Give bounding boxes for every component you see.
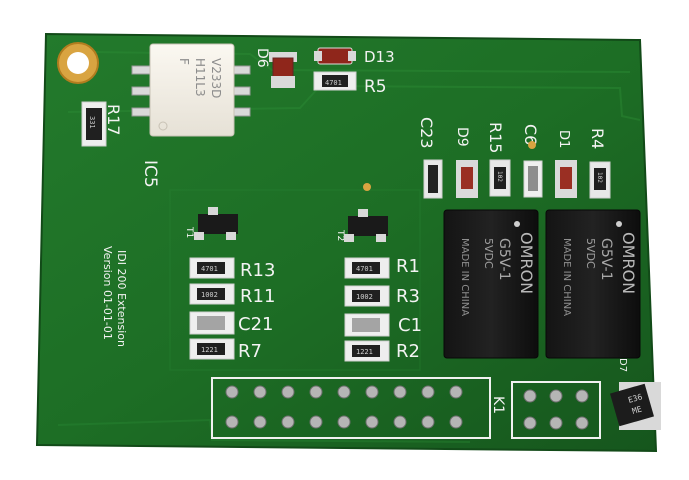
r1-code: 4701 [356, 265, 373, 273]
r2-code: 1221 [356, 348, 373, 356]
label-d6: D6 [254, 48, 270, 68]
opto-logo: F [177, 58, 191, 65]
d7-line-2: ME [631, 405, 643, 416]
right-header [511, 381, 601, 439]
relay-left-line-3: MADE IN CHINA [459, 238, 470, 316]
relay-right-line-2: G5V-1 [598, 238, 614, 280]
r4-code: 102 [596, 172, 603, 183]
label-r15: R15 [486, 122, 505, 153]
label-d9: D9 [454, 127, 470, 147]
middle-passives: 4701 1002 1221 [344, 257, 390, 362]
relay-right-line-3: MADE IN CHINA [561, 238, 572, 316]
diode-d7: E36 ME [610, 382, 661, 430]
label-r1: R1 [396, 256, 420, 277]
version-line-1: IDI 200 Extension [115, 250, 128, 347]
r11-code: 1002 [201, 291, 218, 299]
version-line-2: Version 01-01-01 [101, 246, 114, 340]
label-c21: C21 [238, 314, 273, 335]
label-r4: R4 [588, 128, 607, 149]
optocoupler-ic5: F H11L3 V233D [131, 43, 251, 137]
relay-left: OMRON 5VDC G5V-1 MADE IN CHINA [443, 209, 539, 359]
transistors [194, 207, 388, 242]
r5-code: 4701 [325, 79, 342, 87]
board-vias [363, 141, 536, 191]
relay-right: OMRON 5VDC G5V-1 MADE IN CHINA [545, 209, 641, 359]
opto-line-2: V233D [209, 58, 223, 98]
label-t1: T1 [184, 226, 194, 238]
label-r5: R5 [364, 77, 387, 97]
upper-right-components: 102 102 [423, 159, 611, 199]
label-r7: R7 [238, 341, 262, 362]
connector-k1 [211, 377, 491, 439]
label-r13: R13 [240, 260, 275, 281]
r13-code: 4701 [201, 265, 218, 273]
relay-left-brand: OMRON [517, 232, 536, 294]
left-passives: 4701 1002 1221 [189, 257, 235, 360]
label-r2: R2 [396, 341, 420, 362]
r15-code: 102 [496, 171, 503, 182]
opto-line-1: H11L3 [193, 58, 207, 97]
relay-right-brand: OMRON [619, 232, 638, 294]
label-ic5: IC5 [140, 160, 160, 188]
label-t2: T2 [335, 229, 345, 241]
mounting-hole [57, 42, 99, 84]
silkscreen-labels: IC5 R17 D6 D13 R5 C23 D9 R15 C6 D1 R4 T1… [101, 48, 628, 414]
r7-code: 1221 [201, 346, 218, 354]
label-d1: D1 [556, 130, 571, 148]
relay-left-line-1: 5VDC [482, 238, 495, 269]
label-c23: C23 [417, 117, 436, 149]
label-d13: D13 [364, 48, 395, 66]
label-c6: C6 [521, 124, 540, 145]
label-c1: C1 [398, 315, 422, 336]
label-k1: K1 [490, 396, 506, 414]
label-r11: R11 [240, 286, 275, 307]
r3-code: 1002 [356, 293, 373, 301]
top-small-components: 4701 331 [81, 47, 357, 147]
d7-line-1: E36 [627, 392, 644, 405]
label-r17: R17 [104, 104, 123, 135]
label-d7: D7 [617, 358, 628, 372]
relay-left-line-2: G5V-1 [496, 238, 512, 280]
label-r3: R3 [396, 286, 420, 307]
r17-code: 331 [88, 116, 96, 129]
relay-right-line-1: 5VDC [584, 238, 597, 269]
